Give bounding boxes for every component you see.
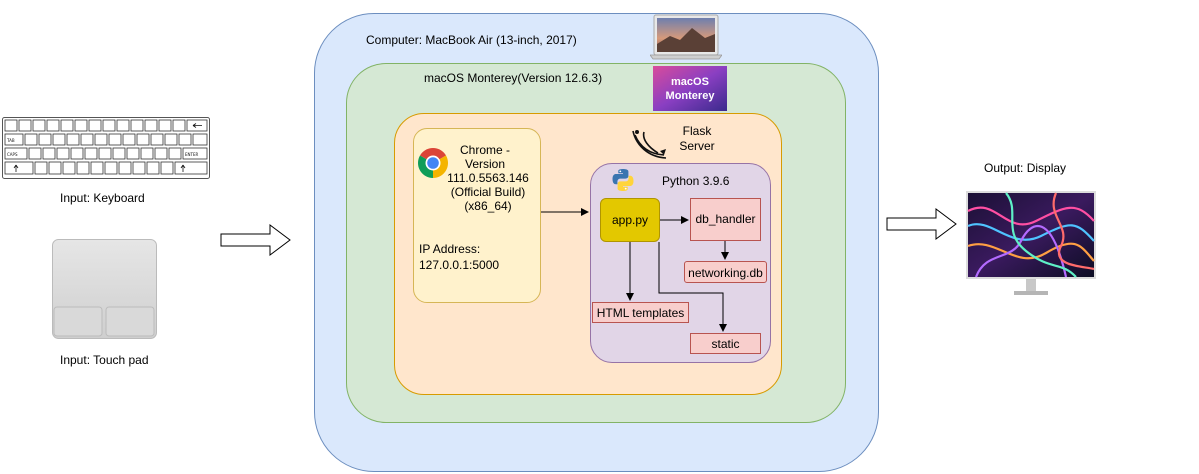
chrome-icon [417,148,449,178]
python-label: Python 3.9.6 [662,174,730,188]
caps-key-label: CAPS [7,152,18,157]
flask-icon [632,130,667,159]
chrome-line5: (x86_64) [464,199,512,213]
ip-address-label: IP Address: [419,242,481,256]
monterey-logo-line2: Monterey [666,90,716,102]
keyboard-label: Input: Keyboard [60,191,145,205]
flask-label-line1: Flask [682,124,712,138]
flask-label-line2: Server [679,139,715,153]
app-py-label: app.py [611,213,649,227]
networking-db-label: networking.db [688,266,763,280]
html-templates-node: HTML templates [592,302,689,323]
static-node: static [690,333,761,354]
ip-address-value: 127.0.0.1:5000 [419,258,500,272]
macbook-icon [650,14,722,60]
app-to-static-arrow [658,242,727,332]
chrome-line3: 111.0.5563.146 [447,171,529,185]
app-py-node: app.py [600,198,660,242]
touchpad-icon [52,239,157,339]
enter-key-label: ENTER [185,152,198,157]
python-icon [612,169,634,191]
html-templates-label: HTML templates [596,306,685,320]
macos-monterey-logo: macOS Monterey [653,66,727,111]
chrome-line1: Chrome - [459,143,510,157]
db-handler-node: db_handler [690,198,761,241]
chrome-line2: Version [464,157,506,171]
static-label: static [711,337,740,351]
keyboard-icon: TAB CAPS ENTER [2,117,210,179]
touchpad-label: Input: Touch pad [60,353,149,367]
monterey-logo-line1: macOS [671,76,709,88]
display-icon [966,191,1096,295]
chrome-line4: (Official Build) [450,185,526,199]
networking-db-node: networking.db [684,261,767,283]
computer-label: Computer: MacBook Air (13-inch, 2017) [366,33,577,47]
display-label: Output: Display [984,161,1067,175]
arrow-right-icon [220,224,291,256]
tab-key-label: TAB [6,138,15,143]
arrow-right-icon [886,208,957,240]
db-handler-label: db_handler [695,212,756,226]
macos-label: macOS Monterey(Version 12.6.3) [424,71,603,85]
